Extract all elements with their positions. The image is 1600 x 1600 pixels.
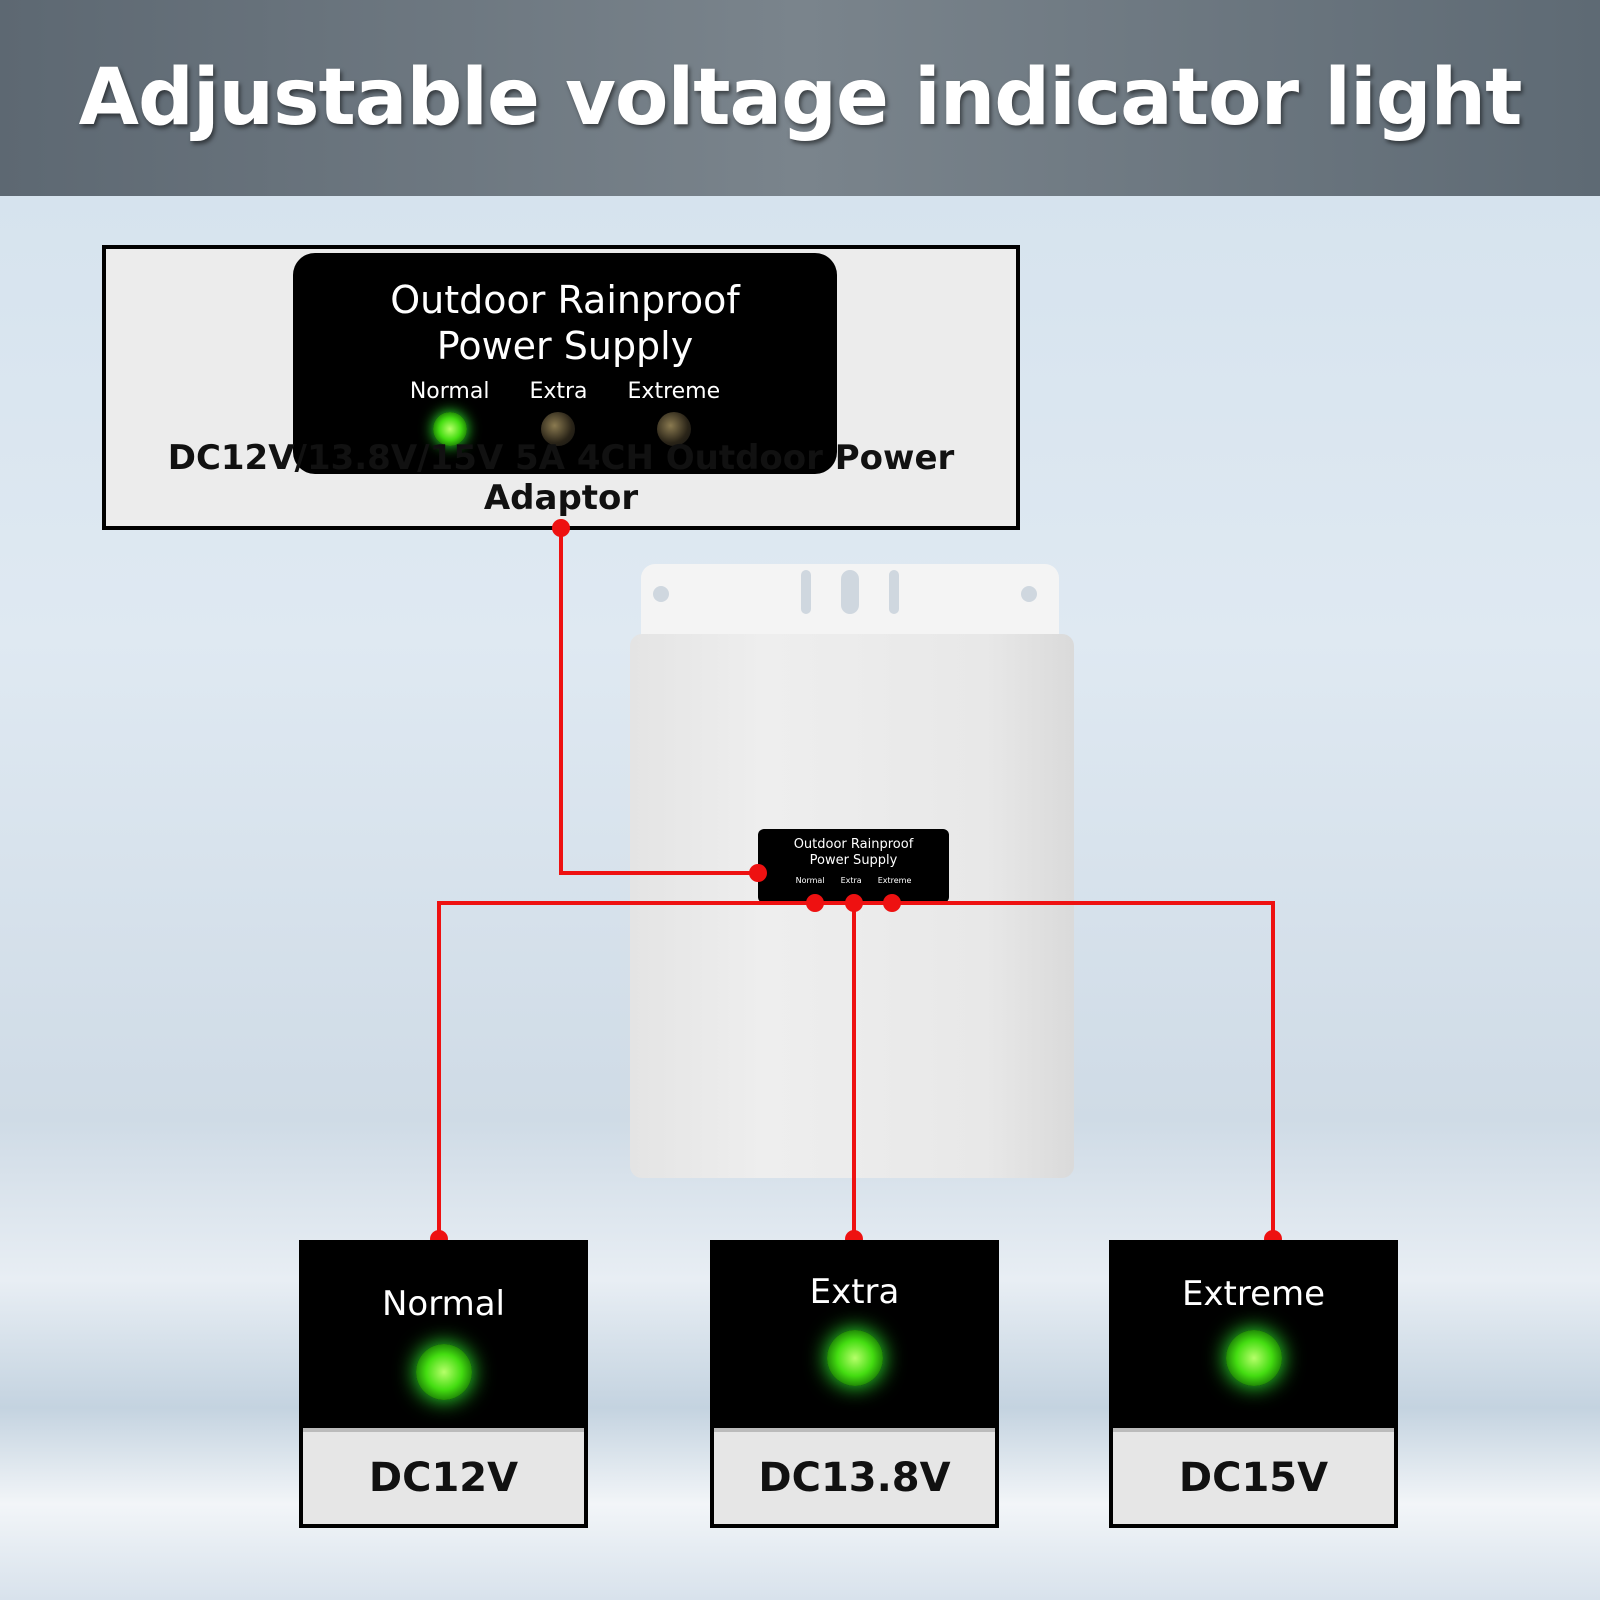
led-normal: Normal — [410, 379, 489, 446]
title-banner: Adjustable voltage indicator light — [0, 0, 1600, 196]
led-on-icon — [1225, 1330, 1282, 1386]
panel-closeup: Outdoor Rainproof Power Supply Normal Ex… — [102, 245, 1020, 530]
page-title: Adjustable voltage indicator light — [78, 53, 1523, 143]
led-on-icon — [826, 1330, 883, 1386]
led-on-icon — [432, 412, 467, 446]
plate-line-2: Power Supply — [436, 324, 694, 368]
plate-line-1: Outdoor Rainproof — [390, 278, 740, 322]
led-extra: Extra — [529, 379, 588, 446]
label-plate: Outdoor Rainproof Power Supply Normal Ex… — [293, 253, 837, 474]
led-off-icon — [541, 412, 576, 446]
led-off-icon — [656, 412, 691, 446]
product-caption: DC12V/13.8V/15V 5A 4CH Outdoor Power Ada… — [167, 438, 955, 518]
mounting-plate — [641, 564, 1059, 644]
led-extreme: Extreme — [628, 379, 720, 446]
led-on-icon — [415, 1344, 472, 1400]
